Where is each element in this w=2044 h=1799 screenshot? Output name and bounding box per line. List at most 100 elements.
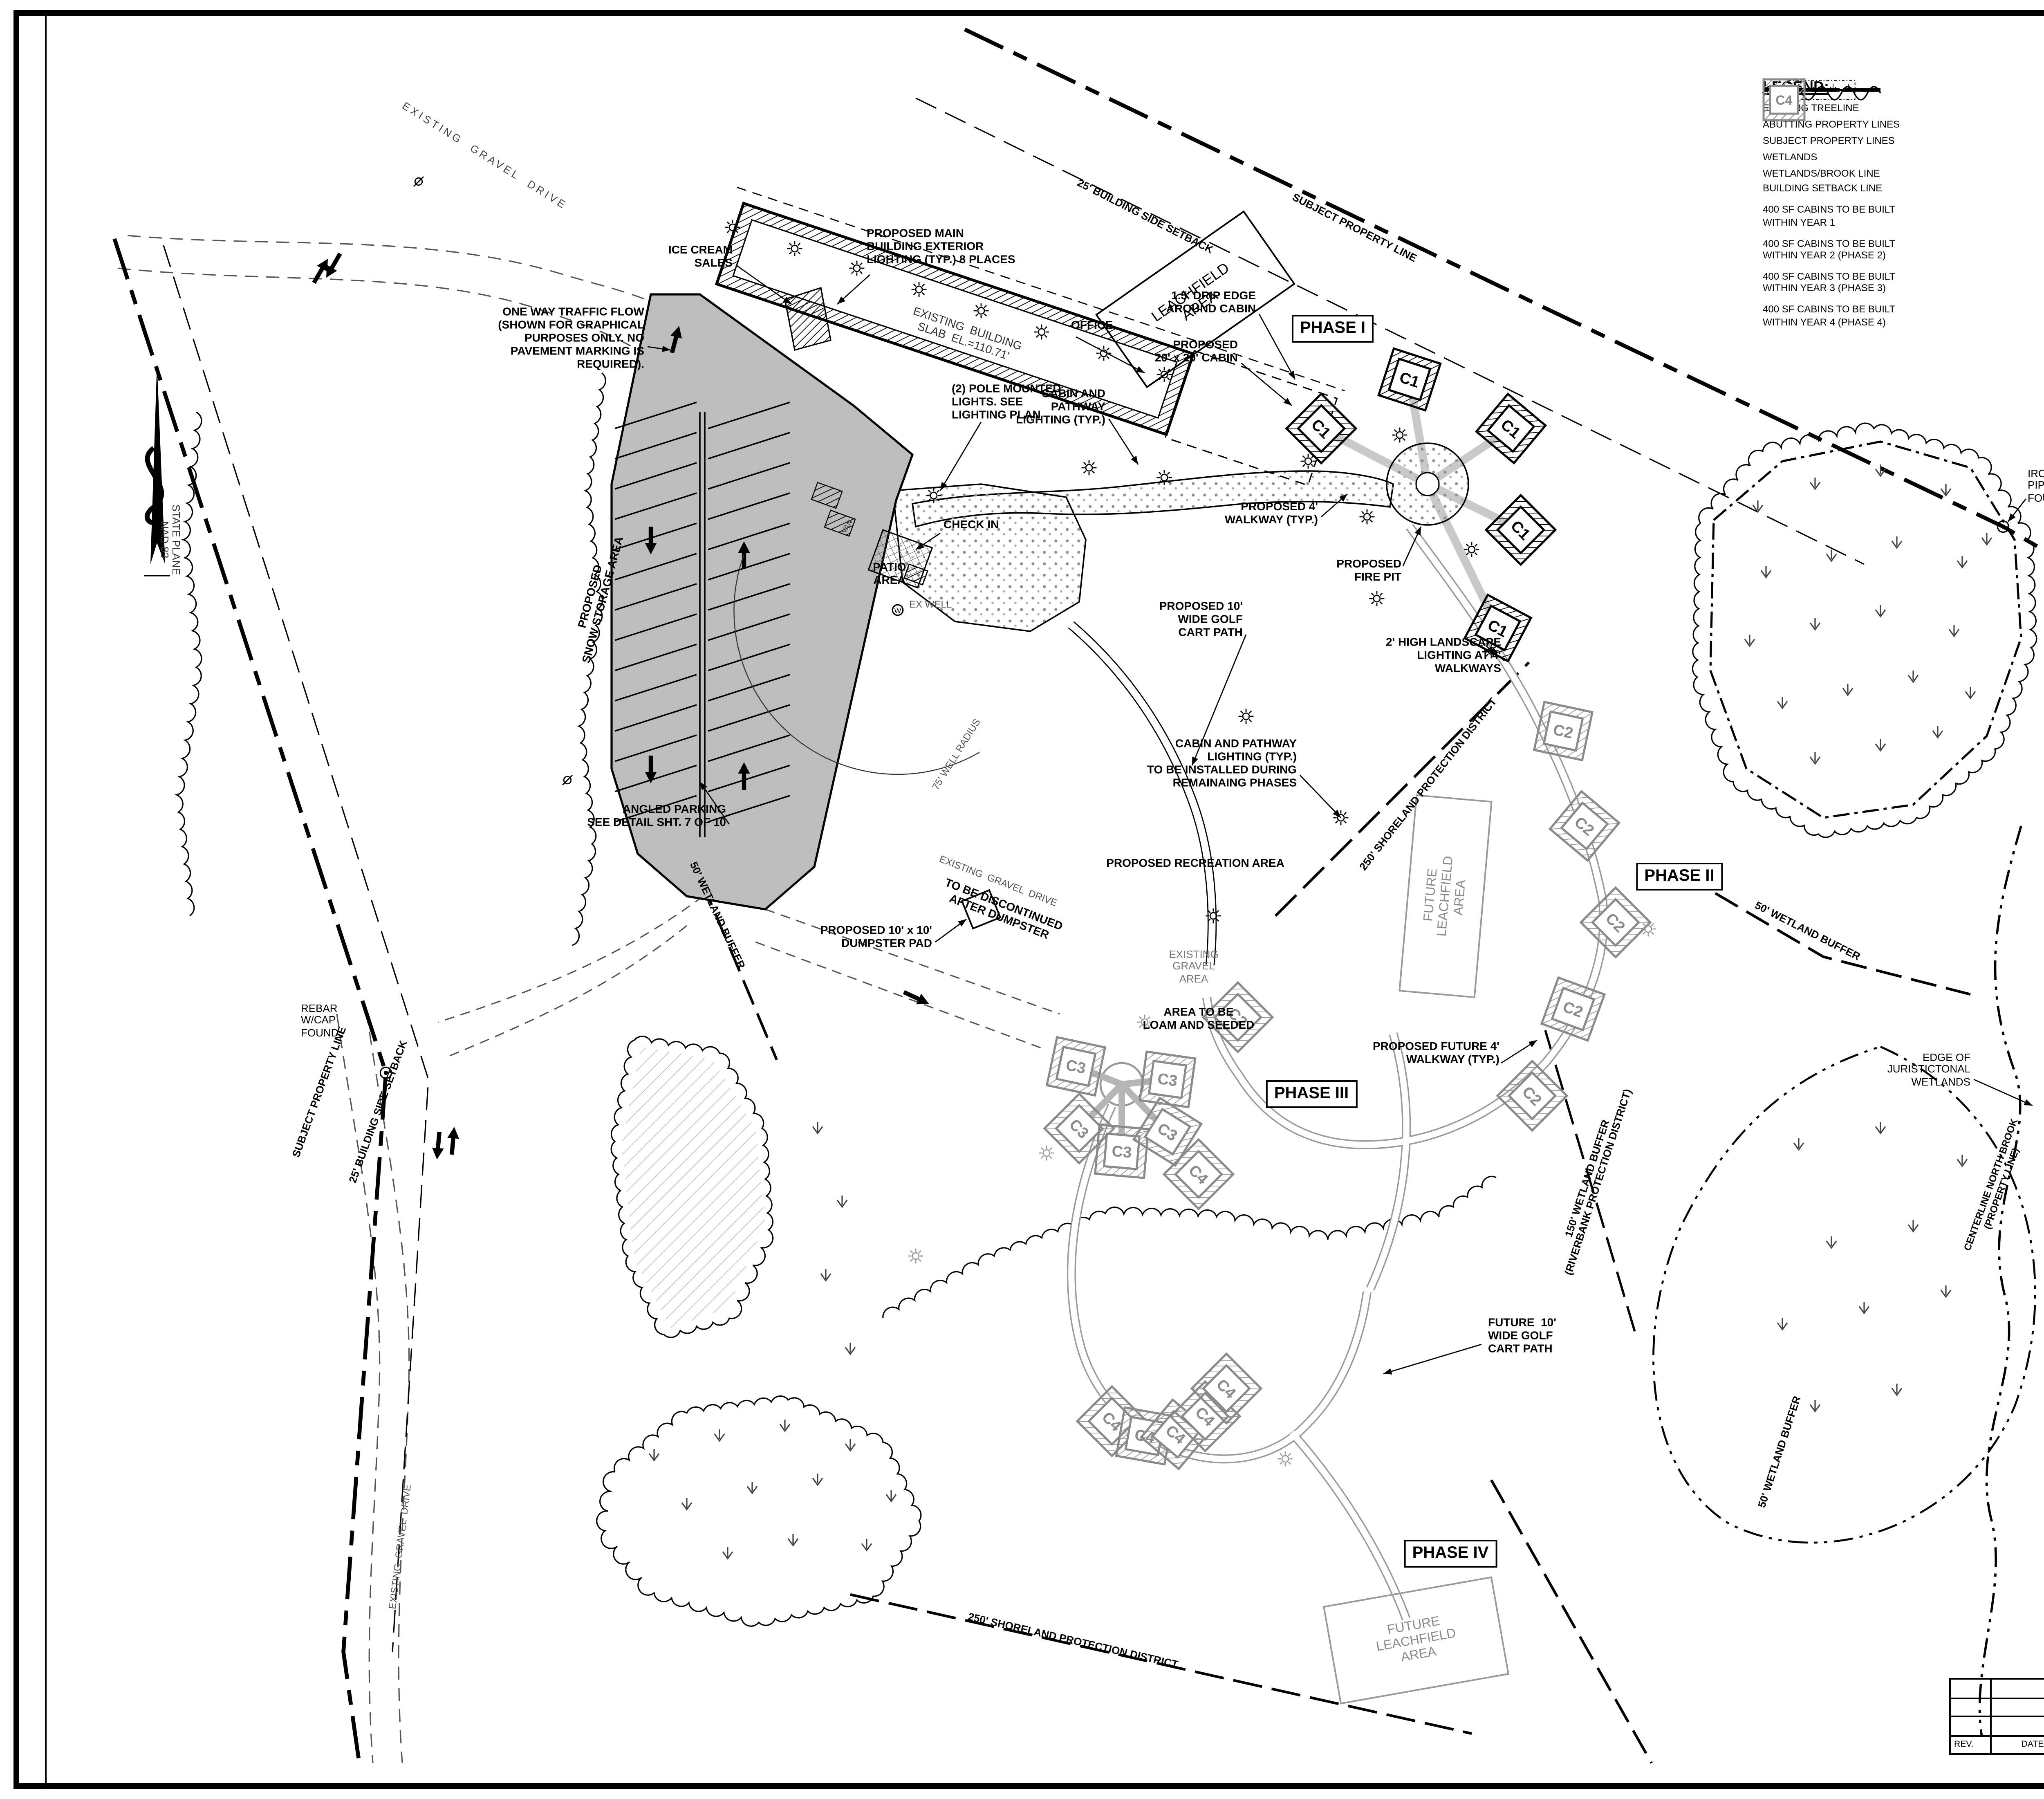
legend-item-label: WETLANDS/BROOK LINE: [1763, 169, 1880, 179]
cabin-pathway-lighting-label: CABIN AND PATHWAY LIGHTING (TYP.): [1016, 389, 1105, 427]
check-in-booth: [903, 563, 928, 586]
patio-area-label: PATIO AREA: [873, 562, 906, 587]
sheet-border: [13, 10, 2044, 1789]
ice-cream-sales-label: ICE CREAM SALES: [668, 245, 733, 270]
legend-item-label: SUBJECT PROPERTY LINES: [1763, 137, 1895, 147]
pole-mounted-lights-label: (2) POLE MOUNTED LIGHTS. SEE LIGHTING PL…: [952, 384, 1061, 422]
cabin-c3: C3: [1094, 1124, 1150, 1179]
phase-iv-label: PHASE IV: [1404, 1540, 1497, 1568]
future-cart-path-label: FUTURE 10' WIDE GOLF CART PATH: [1488, 1318, 1556, 1356]
legend-cabin-c4: 400 SF CABINS TO BE BUILT WITHIN YEAR 4 …: [1762, 78, 2044, 330]
phase-iii-label: PHASE III: [1266, 1080, 1357, 1108]
legend-cabin-c3: 400 SF CABINS TO BE BUILT WITHIN YEAR 3 …: [1762, 78, 2044, 297]
edge-wetlands-label: EDGE OF JURISTICTONAL WETLANDS: [1887, 1053, 1970, 1089]
rev-header: DATE: [1990, 1734, 2044, 1755]
cabin-c3: C3: [1045, 1036, 1107, 1097]
one-way-traffic-label: ONE WAY TRAFFIC FLOW (SHOWN FOR GRAPHICA…: [498, 307, 644, 372]
cabin-c1: C1: [1463, 593, 1533, 663]
legend-item-label: ABUTTING PROPERTY LINES: [1763, 121, 1900, 131]
office-label: OFFICE: [1071, 320, 1113, 332]
rebar-found-label: REBAR W/CAP FOUND: [301, 1004, 339, 1040]
dumpster-pad: [961, 889, 1002, 930]
existing-well-icon: W: [892, 604, 904, 616]
cabin-c4: C4: [1190, 1352, 1263, 1425]
legend-item-wetlands: WETLANDS: [1763, 80, 2044, 165]
leader-lines: [647, 264, 2033, 1375]
cabin-c1: C1: [1475, 392, 1547, 465]
legend-cabin-label: 400 SF CABINS TO BE BUILT WITHIN YEAR 4 …: [1763, 306, 1896, 328]
cabins: C1C1C1C1C1C2C2C2C2C2C2C3C3C3C3C3C4C4C4C4…: [1043, 347, 1652, 1471]
phase-i-label: PHASE I: [1291, 315, 1374, 343]
legend-cabin-label: 400 SF CABINS TO BE BUILT WITHIN YEAR 2 …: [1763, 240, 1896, 262]
cabin-c1: C1: [1484, 493, 1557, 566]
cabin-c3: C3: [1139, 1050, 1197, 1108]
rev-header: REV.: [1949, 1734, 1992, 1755]
legend-item-abutting: ABUTTING PROPERTY LINES: [1763, 89, 2044, 132]
leachfield-boxes: [1095, 210, 1509, 1705]
plan-symbols: [144, 176, 2010, 1467]
svg-text:W: W: [894, 607, 901, 615]
revision-table: REV. DATE DESCRIPTION BY: [1949, 1678, 2044, 1755]
main-building-lighting-label: PROPOSED MAIN BUILDING EXTERIOR LIGHTING…: [867, 229, 1015, 267]
cart-path-10-label: PROPOSED 10' WIDE GOLF CART PATH: [1159, 601, 1243, 640]
legend-item-subject: SUBJECT PROPERTY LINES: [1763, 88, 2044, 148]
landscape-lighting-label: 2' HIGH LANDSCAPE LIGHTING AT 4' WALKWAY…: [1385, 637, 1501, 676]
cabin-tag: C3: [1065, 1057, 1087, 1077]
cabin-c4: C4: [1162, 1138, 1235, 1211]
cabin-tag: C3: [1111, 1143, 1132, 1162]
ice-cream-stand: [784, 287, 831, 351]
check-in-label: CHECK IN: [944, 520, 999, 532]
existing-gravel-area-label: EXISTING GRAVEL AREA: [1169, 950, 1219, 986]
proposed-cart-path: [1068, 621, 1217, 966]
proposed-fire-pit-label: PROPOSED FIRE PIT: [1336, 559, 1401, 584]
wetland-areas: [621, 440, 2022, 1559]
cabin-c1: C1: [1285, 392, 1358, 465]
proposed-walkway-label: PROPOSED 4' WALKWAY (TYP.): [1224, 502, 1318, 527]
loam-seeded-label: AREA TO BE LOAM AND SEEDED: [1143, 1007, 1255, 1032]
cabin-c2: C2: [1548, 790, 1621, 862]
legend-cabin-c1: 400 SF CABINS TO BE BUILT WITHIN YEAR 1 C…: [1762, 78, 2044, 230]
rebar-icon: [379, 1066, 392, 1079]
legend-cabin-label: 400 SF CABINS TO BE BUILT WITHIN YEAR 1: [1763, 206, 1896, 229]
recreation-area-label: PROPOSED RECREATION AREA: [1106, 858, 1284, 870]
iron-pipe-found-label: IRON PIPE FOUND: [2028, 469, 2044, 505]
parking-lot: W: [309, 251, 980, 1160]
cabin-tag: C3: [1156, 1070, 1179, 1090]
walkway-band: [892, 379, 1523, 632]
state-plane-label: STATE PLANE NAD 83: [157, 504, 181, 575]
angled-parking-label: ANGLED PARKING SEE DETAIL SHT. 7 OF 10: [587, 804, 726, 829]
cabin-c2: C2: [1540, 976, 1606, 1042]
dumpster-pad-label: PROPOSED 10' x 10' DUMPSTER PAD: [820, 925, 932, 950]
legend-item-label: WETLANDS: [1763, 153, 1818, 163]
existing-building: [715, 186, 1345, 487]
legend-cabin-chip: C4: [1762, 78, 1806, 121]
proposed-cabin-label: PROPOSED 20' x 20' CABIN: [1154, 340, 1238, 365]
utility-pole-icon: [413, 176, 573, 785]
cabin-lighting-remaining-label: CABIN AND PATHWAY LIGHTING (TYP.) TO BE …: [1147, 739, 1297, 790]
legend-cabin-tag: C4: [1776, 93, 1793, 108]
legend-cabin-label: 400 SF CABINS TO BE BUILT WITHIN YEAR 3 …: [1763, 273, 1896, 295]
existing-gravel-drives: [117, 235, 1060, 1763]
treelines: [174, 372, 2037, 1627]
north-arrow-icon: [144, 363, 170, 576]
legend-cabin-c2: 400 SF CABINS TO BE BUILT WITHIN YEAR 2 …: [1762, 78, 2044, 264]
boundary-lines: [112, 27, 2044, 1767]
cabin-tag: C2: [1552, 721, 1575, 742]
legend-item-setback: BUILDING SETBACK LINE: [1763, 89, 2044, 197]
legend-item-label: BUILDING SETBACK LINE: [1763, 185, 1883, 195]
cabin-c1: C1: [1377, 347, 1442, 412]
iron-pipe-icon: [1997, 520, 2010, 533]
future-walkway-label: PROPOSED FUTURE 4' WALKWAY (TYP.): [1372, 1041, 1499, 1066]
cabin-c2: C2: [1496, 1059, 1569, 1132]
future-leachfield-mid-label: FUTURE LEACHFIELD AREA: [1421, 855, 1469, 937]
cabin-c2: C2: [1533, 700, 1594, 762]
cabin-c2: C2: [1579, 886, 1652, 959]
legend-item-brook: WETLANDS/BROOK LINE: [1763, 88, 2044, 181]
phase-ii-label: PHASE II: [1636, 863, 1723, 891]
drip-edge-label: 1.5' DRIP EDGE AROUND CABIN: [1166, 291, 1256, 316]
setback-symbol: [1763, 89, 1880, 91]
cabin-c2: C2: [1201, 981, 1274, 1054]
